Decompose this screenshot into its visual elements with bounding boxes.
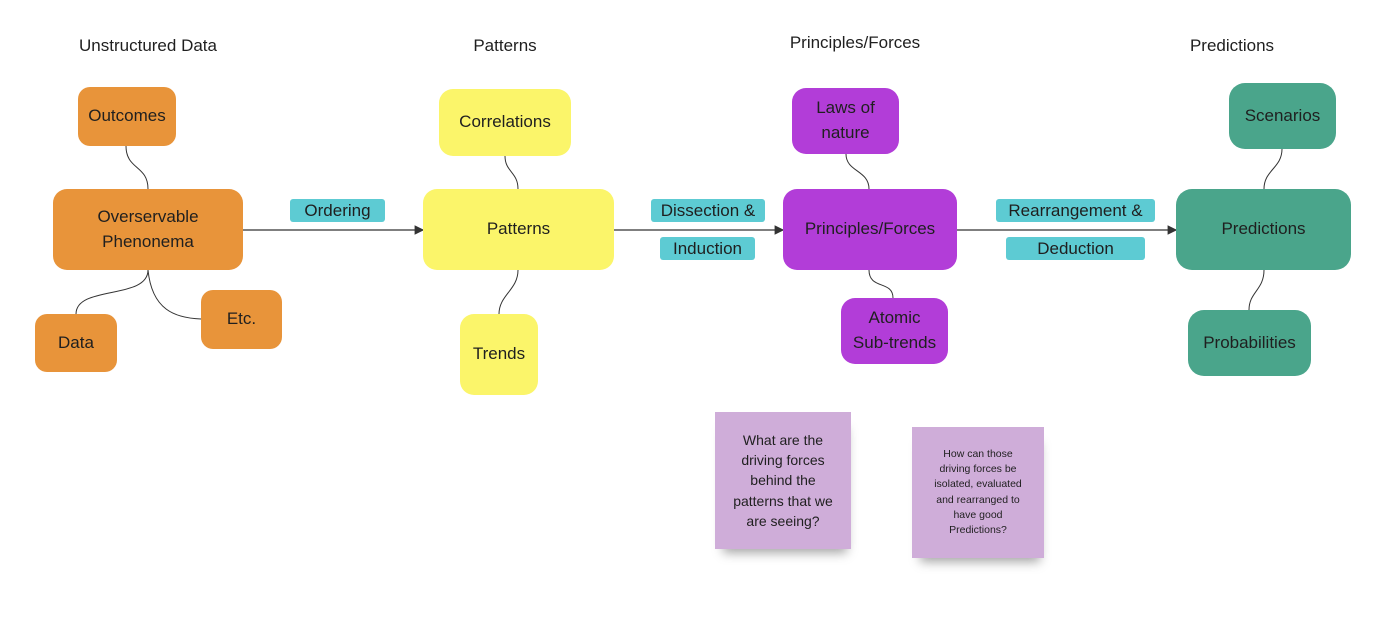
column-title-principles: Principles/Forces	[789, 33, 921, 52]
node-etc[interactable]: Etc.	[201, 290, 282, 349]
node-data[interactable]: Data	[35, 314, 117, 372]
node-atomic-sub-trends[interactable]: Atomic Sub-trends	[841, 298, 948, 364]
branch-atomic	[868, 269, 894, 299]
node-laws-of-nature[interactable]: Laws of nature	[792, 88, 899, 154]
branch-etc	[147, 269, 202, 320]
sticky-note-isolation[interactable]: How can those driving forces be isolated…	[912, 427, 1044, 558]
column-title-predictions: Predictions	[1189, 36, 1275, 55]
column-title-patterns: Patterns	[473, 36, 537, 55]
edge-label-rearrangement: Rearrangement &	[996, 199, 1155, 222]
branch-outcomes	[125, 145, 149, 190]
node-patterns[interactable]: Patterns	[423, 189, 614, 270]
edge-label-deduction: Deduction	[1006, 237, 1145, 260]
branch-data	[75, 269, 149, 315]
node-principles-forces[interactable]: Principles/Forces	[783, 189, 957, 270]
branch-laws	[845, 153, 870, 190]
branch-trends	[498, 269, 519, 315]
node-predictions[interactable]: Predictions	[1176, 189, 1351, 270]
node-correlations[interactable]: Correlations	[439, 89, 571, 156]
node-trends[interactable]: Trends	[460, 314, 538, 395]
branch-scenarios	[1263, 148, 1283, 190]
node-outcomes[interactable]: Outcomes	[78, 87, 176, 146]
edge-label-ordering: Ordering	[290, 199, 385, 222]
edge-label-induction: Induction	[660, 237, 755, 260]
sticky-note-isolation-text: How can those driving forces be isolated…	[934, 447, 1022, 536]
sticky-note-driving-forces-text: What are the driving forces behind the p…	[733, 431, 833, 529]
node-scenarios[interactable]: Scenarios	[1229, 83, 1336, 149]
branch-probabilities	[1248, 269, 1265, 311]
node-observable-phenomena[interactable]: Overservable Phenonema	[53, 189, 243, 270]
edge-label-dissection: Dissection &	[651, 199, 765, 222]
sticky-note-driving-forces[interactable]: What are the driving forces behind the p…	[715, 412, 851, 549]
column-title-unstructured: Unstructured Data	[79, 36, 217, 55]
node-probabilities[interactable]: Probabilities	[1188, 310, 1311, 376]
branch-correlations	[504, 155, 519, 190]
